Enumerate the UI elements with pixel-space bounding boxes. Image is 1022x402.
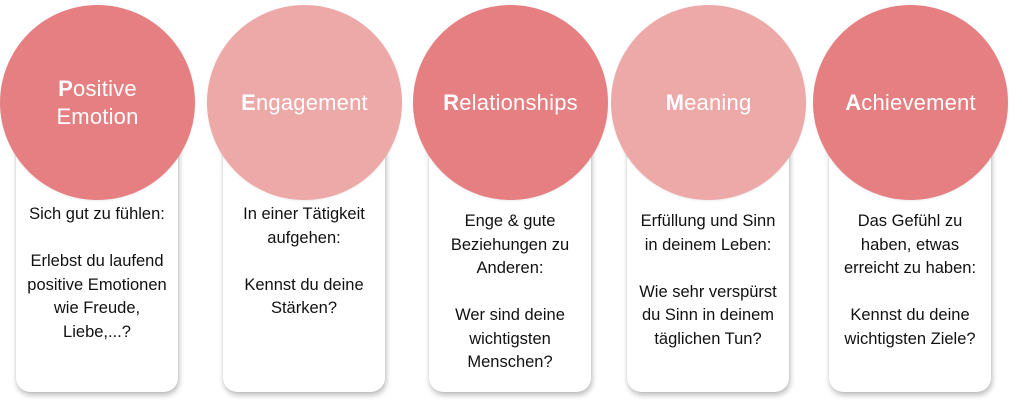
- pillar-title-rest: chievement: [861, 89, 976, 115]
- pillar-circle: Engagement: [207, 5, 402, 200]
- pillar-title: Positive Emotion: [56, 75, 138, 131]
- pillar-circle: Meaning: [611, 5, 806, 200]
- pillar-circle: Achievement: [813, 5, 1008, 200]
- pillar-title-rest: eaning: [684, 89, 752, 115]
- pillar-title-initial: A: [845, 89, 862, 115]
- pillar-description: Erfüllung und Sinn in deinem Leben: Wie …: [639, 212, 777, 348]
- pillar-circle: Relationships: [413, 5, 608, 200]
- pillar-description: Sich gut zu fühlen: Erlebst du laufend p…: [27, 205, 167, 341]
- pillar-title: Achievement: [845, 89, 976, 117]
- pillar-title-line2: Emotion: [56, 103, 139, 129]
- pillar-title: Meaning: [666, 89, 752, 117]
- pillar-description: Enge & gute Beziehungen zu Anderen: Wer …: [450, 212, 570, 371]
- pillar-engagement: Engagement In einer Tätigkeit aufgehen: …: [207, 0, 402, 402]
- pillar-title: Relationships: [443, 89, 578, 117]
- pillar-title-rest: ositive: [73, 75, 137, 101]
- pillar-title-rest: elationships: [459, 89, 578, 115]
- pillar-title-initial: E: [241, 89, 256, 115]
- pillar-achievement: Achievement Das Gefühl zu haben, etwas e…: [813, 0, 1008, 402]
- pillar-title: Engagement: [241, 89, 368, 117]
- pillar-circle: Positive Emotion: [0, 5, 195, 200]
- pillar-positive-emotion: Positive Emotion Sich gut zu fühlen: Erl…: [0, 0, 195, 402]
- pillar-title-initial: M: [665, 89, 685, 115]
- pillar-relationships: Relationships Enge & gute Beziehungen zu…: [413, 0, 608, 402]
- pillar-description: Das Gefühl zu haben, etwas erreicht zu h…: [843, 212, 977, 348]
- pillar-title-initial: R: [443, 89, 460, 115]
- pillar-meaning: Meaning Erfüllung und Sinn in deinem Leb…: [611, 0, 806, 402]
- pillar-description: In einer Tätigkeit aufgehen: Kennst du d…: [243, 205, 365, 317]
- pillar-title-initial: P: [58, 75, 74, 101]
- pillar-title-rest: ngagement: [255, 89, 368, 115]
